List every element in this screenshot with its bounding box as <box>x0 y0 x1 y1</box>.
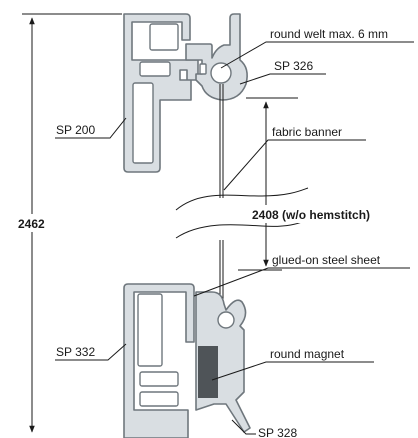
round-magnet <box>198 346 218 398</box>
round-magnet-label: round magnet <box>270 347 345 361</box>
height-total-label: 2462 <box>18 217 45 231</box>
leader-fabric-banner <box>223 139 366 191</box>
leader-sp328 <box>231 419 256 435</box>
sp332-label: SP 332 <box>56 345 95 359</box>
leader-sp332 <box>55 343 127 361</box>
height-total-bg <box>16 214 50 232</box>
height-inner-label: 2408 (w/o hemstitch) <box>252 208 370 222</box>
leader-sp200 <box>55 117 127 139</box>
sp328-label: SP 328 <box>258 426 297 438</box>
sp200-label: SP 200 <box>56 123 95 137</box>
leader-steel-sheet <box>193 267 410 297</box>
sp200-profile <box>123 13 199 173</box>
leader-sp326 <box>239 73 326 85</box>
sp326-label: SP 326 <box>274 59 313 73</box>
sp332-profile <box>123 283 195 438</box>
leader-round-magnet <box>211 361 374 381</box>
steel-sheet-label: glued-on steel sheet <box>272 253 381 267</box>
round-welt-label: round welt max. 6 mm <box>270 27 388 41</box>
break-line-upper <box>175 187 309 211</box>
fabric-banner-label: fabric banner <box>272 125 342 139</box>
sp326-profile <box>185 13 248 101</box>
leader-round-welt <box>220 41 414 69</box>
height-inner-bg <box>250 205 394 223</box>
